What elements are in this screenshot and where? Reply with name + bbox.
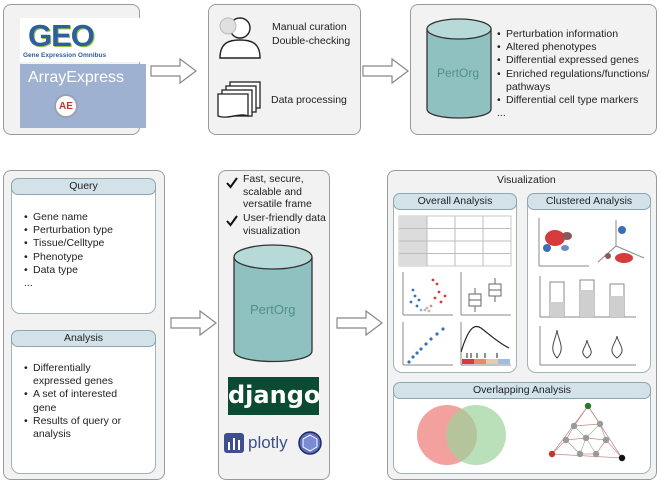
geo-logo-text: GEO bbox=[28, 18, 95, 53]
overall-analysis-header: Overall Analysis bbox=[393, 193, 517, 210]
geo-caption: Gene Expression Omnibus bbox=[23, 52, 107, 59]
scatter-plot-thumbnail bbox=[402, 322, 453, 366]
violin-plot-thumbnail bbox=[539, 326, 636, 366]
ae-badge-text: AE bbox=[59, 101, 73, 112]
analysis-item-continued: gene bbox=[33, 401, 57, 414]
plotly-icon bbox=[224, 433, 244, 453]
cluster-3d-thumbnail bbox=[597, 220, 645, 263]
analysis-item-continued: analysis bbox=[33, 428, 71, 441]
framework-db-name: PertOrg bbox=[250, 302, 296, 317]
db-item: Differential cell type markers bbox=[497, 94, 650, 107]
db-item-ellipsis: ... bbox=[497, 107, 506, 120]
django-logo-text: django bbox=[228, 381, 321, 409]
overlapping-analysis-header: Overlapping Analysis bbox=[393, 382, 651, 399]
database-content-list: Perturbation information Altered phenoty… bbox=[497, 28, 650, 120]
analysis-list: Differentially expressed genes A set of … bbox=[24, 362, 121, 441]
feature-fast-secure: Fast, secure, scalable and versatile fra… bbox=[243, 173, 312, 211]
enrichment-plot-thumbnail bbox=[460, 322, 511, 366]
django-logo: django bbox=[228, 377, 321, 415]
database-name: PertOrg bbox=[437, 66, 480, 80]
table-thumbnail bbox=[398, 215, 512, 267]
arrow-right-icon bbox=[170, 309, 217, 337]
database-cylinder-icon bbox=[426, 18, 492, 119]
analysis-item: Differentially bbox=[24, 362, 121, 375]
db-item: Enriched regulations/functions/ bbox=[497, 68, 650, 81]
plotly-hexagon-icon bbox=[298, 431, 322, 455]
double-checking-label: Double-checking bbox=[272, 35, 351, 47]
venn-diagram-thumbnail bbox=[417, 405, 506, 465]
network-graph-thumbnail bbox=[548, 402, 626, 462]
query-item: Phenotype bbox=[24, 251, 113, 264]
arrow-right-icon bbox=[336, 309, 383, 337]
manual-curation-label: Manual curation bbox=[272, 21, 347, 33]
plotly-logo-text: plotly bbox=[248, 433, 288, 452]
query-ellipsis: ... bbox=[24, 277, 33, 290]
feature-line: visualization bbox=[243, 224, 301, 237]
feature-line: versatile frame bbox=[243, 198, 312, 210]
visualization-title: Visualization bbox=[497, 174, 556, 186]
query-item: Perturbation type bbox=[24, 224, 113, 237]
query-header: Query bbox=[11, 178, 156, 195]
database-cylinder-icon bbox=[233, 244, 313, 363]
documents-stack-icon bbox=[217, 81, 261, 118]
db-item: Perturbation information bbox=[497, 28, 650, 41]
analysis-item-continued: expressed genes bbox=[33, 375, 113, 388]
feature-line: scalable and bbox=[243, 185, 302, 198]
checkmark-icon bbox=[226, 215, 238, 227]
curator-person-icon bbox=[219, 17, 261, 59]
feature-line: User-friendly data bbox=[243, 212, 326, 224]
geo-logo: GEO Gene Expression Omnibus bbox=[20, 18, 146, 62]
query-list: Gene name Perturbation type Tissue/Cellt… bbox=[24, 211, 113, 290]
query-item: Gene name bbox=[24, 211, 113, 224]
feature-user-friendly: User-friendly data visualization bbox=[243, 212, 326, 237]
arrow-right-icon bbox=[362, 57, 409, 85]
query-item: Data type bbox=[24, 264, 113, 277]
feature-line: Fast, secure, bbox=[243, 173, 304, 185]
volcano-plot-thumbnail bbox=[402, 272, 453, 316]
analysis-box bbox=[11, 330, 156, 474]
analysis-item: Results of query or bbox=[24, 415, 121, 428]
data-processing-label: Data processing bbox=[271, 94, 347, 106]
query-item: Tissue/Celltype bbox=[24, 237, 113, 250]
arrayexpress-text: ArrayExpress bbox=[28, 69, 125, 86]
cluster-scatter-thumbnail bbox=[538, 218, 589, 267]
analysis-header: Analysis bbox=[11, 330, 156, 347]
arrayexpress-logo: ArrayExpress AE bbox=[20, 64, 146, 128]
analysis-item: A set of interested bbox=[24, 388, 121, 401]
db-item-continued: pathways bbox=[506, 80, 551, 93]
stacked-bar-thumbnail bbox=[539, 276, 636, 318]
arrow-right-icon bbox=[150, 57, 197, 85]
ae-badge: AE bbox=[54, 94, 78, 118]
clustered-analysis-header: Clustered Analysis bbox=[527, 193, 651, 210]
boxplot-thumbnail bbox=[460, 272, 511, 316]
db-item: Altered phenotypes bbox=[497, 41, 650, 54]
checkmark-icon bbox=[226, 177, 238, 189]
db-item: Differential expressed genes bbox=[497, 54, 650, 67]
